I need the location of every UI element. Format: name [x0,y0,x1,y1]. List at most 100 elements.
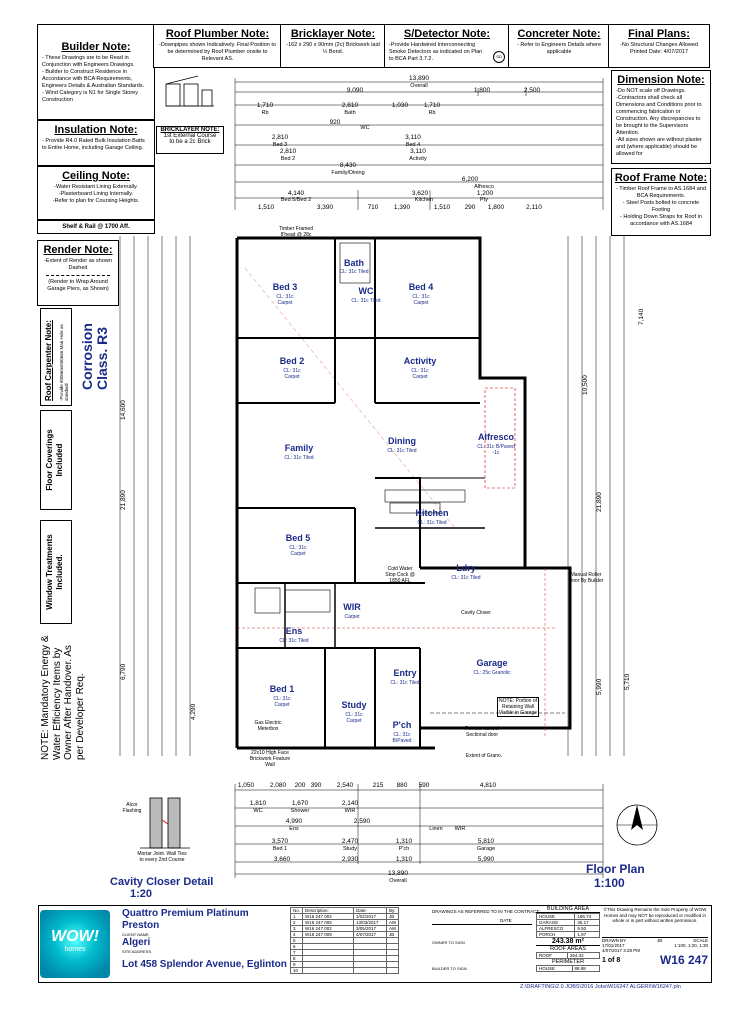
top-dim: 1,710 [423,102,441,109]
room-bed-1: Bed 1 [269,684,295,694]
mortar-annotation: Mortar Joint. Wall Ties to every 2nd Cou… [137,851,187,863]
left-dim: 14,600 [120,400,127,420]
bottom-dim-lbl: Bed 1 [272,846,288,852]
render-line: (Render to Wrap Around Garage Piers, as … [47,279,109,292]
bottom-dim: 590 [418,782,430,789]
bottom-dim-lbl: Linen [429,826,443,832]
bottom-dim: 1,310 [395,838,413,845]
bottom-dim-lbl: Garage [476,846,496,852]
dimension-title: Dimension Note: [617,74,705,86]
room-study-sub: CL: 31c Carpet [345,712,363,724]
roof-plumber-text: -Downpipes shown Indicatively. Final Pos… [159,42,276,62]
cavity-closer-annotation: Cavity Closer [461,610,491,616]
ceiling-note: Ceiling Note: -Water Resistant Lining Ex… [37,166,155,220]
room-bed-3-sub: CL: 31c Carpet [276,294,294,306]
corrosion-class: Corrosion Class. R3 [79,323,110,390]
right-dim: 5,710 [624,673,631,690]
sheet-number: 1 of 8 [602,956,621,964]
total-area: 243.38 m² [552,938,584,945]
room-dining-sub: CL: 31c Tiled [387,448,417,454]
window-treatments-text: Window Treatments Included. [45,534,64,610]
bricklayer-title: Bricklayer Note: [290,28,376,40]
remote-annotation: Remote control Sectional door [465,726,499,738]
roof-frame-title: Roof Frame Note: [614,172,708,184]
date-label: DATE [500,918,512,923]
concreter-title: Concreter Note: [517,28,601,40]
building-area-title: BUILDING AREA [536,906,600,913]
sdetector-title: S/Detector Note: [403,28,491,40]
top-dim: 1,710 [256,102,274,109]
render-line: -Extent of Render as shown Dashed [44,258,112,271]
top-dim-lbl: Bed 3 [272,142,288,148]
bottom-dim-lbl: WIR [344,808,356,814]
room-bed-4: Bed 4 [408,282,434,292]
scale-value: 1:100, 1:20, 1:30 [674,943,708,948]
room-porch: P'ch [392,720,412,730]
site-address: Lot 458 Splendor Avenue, Eglinton [122,959,287,970]
right-dim: 7,140 [638,308,645,325]
room-garage-sub: CL: 25c Granolic [473,670,511,676]
bottom-dim: 1,810 [249,800,267,807]
room-wc-sub: CL: 31c Tiled [351,298,381,304]
bottom-dim: 2,080 [269,782,287,789]
client-name: Algeri [122,937,151,948]
bricklayer-small-line: to be a 2c Brick [169,139,211,145]
top-dim: 9,090 [346,87,364,94]
dimension-line: -Contractors shall check all Dimensions … [616,95,702,136]
roof-frame-line: - Timber Roof Frame to AS.1684 and BCA R… [616,186,706,199]
room-wir: WIR [343,602,361,612]
top-dim: 2,500 [523,87,541,94]
bottom-dim: 2,540 [336,782,354,789]
top-overall-dim: 13,890 [409,75,429,82]
builder-note-line: - Wind Category is N1 for Single Storey … [42,90,138,103]
room-bed-3: Bed 3 [272,282,298,292]
concreter-note: Concreter Note: - Refer to Engineers Det… [508,24,610,68]
concreter-text: - Refer to Engineers Details where appli… [516,42,602,55]
timber-framed-annotation: Timber Framed 8'head @ 28c [279,226,313,238]
room-bed-5: Bed 5 [285,533,311,543]
top-dim: 1,510 [257,204,275,211]
room-garage: Garage [476,658,508,668]
bottom-dim: 2,590 [353,818,371,825]
top-dim-lbl: Rb [261,110,269,116]
top-dim-lbl: Activity [409,156,427,162]
contract-text: DRAWINGS AS REFERRED TO IN THE CONTRACT: [432,909,540,914]
drawn-label: DRAWN BY [602,938,627,943]
bottom-dim: 390 [310,782,322,789]
room-alfresco-sub: CL: 31c B/Paved -1c [477,444,515,456]
cold-water-annotation: Cold Water Stop Cock @ 1850 AFL [385,566,415,584]
extent-annotation: Extent of Grano. [465,753,503,759]
bottom-dim-lbl: Shower [290,808,310,814]
owner-sign-label: OWNER TO SIGN [432,940,465,945]
top-dim: 3,110 [410,148,426,155]
bottom-dim-lbl: WIR [454,826,466,832]
top-dim-lbl: Kitchen [414,197,434,203]
bottom-dim-lbl: P'ch [398,846,410,852]
top-dim: 2,110 [526,204,542,211]
top-dim: 4,140 [287,190,305,197]
top-dim: 290 [464,204,476,211]
left-dim: 4,290 [190,703,197,720]
room-ldry: Ldry [456,563,476,573]
sdetector-text: -Provide Hardwired Interconnecting Smoke… [389,42,483,62]
gas-meter-annotation: Gas Electric Meterbox [254,720,282,732]
top-dim-lbl: Pty [480,197,488,203]
roof-plumber-note: Roof Plumber Note: -Downpipes shown Indi… [153,24,282,68]
builder-note-title: Builder Note: [61,41,131,53]
room-entry-sub: CL: 31c Tiled [390,680,420,686]
top-dim: 2,810 [341,102,359,109]
floor-coverings-text: Floor Coverings Included [45,429,64,491]
house-type: Quattro Premium Platinum [122,908,249,919]
top-dim-lbl: Bed 2 [280,156,296,162]
left-dim: 21,890 [120,490,127,510]
roof-areas-title: ROOF AREAS [536,945,600,952]
bottom-dim: 4,810 [479,782,497,789]
top-overall-lbl: Overall [410,83,428,89]
room-ens-sub: CL: 31c Tiled [279,638,309,644]
top-dim: 3,110 [405,134,421,141]
bottom-dim: 200 [294,782,306,789]
room-activity: Activity [403,356,437,366]
room-activity-sub: CL: 31c Carpet [411,368,429,380]
alcor-annotation: Alcor Flashing [122,802,142,814]
